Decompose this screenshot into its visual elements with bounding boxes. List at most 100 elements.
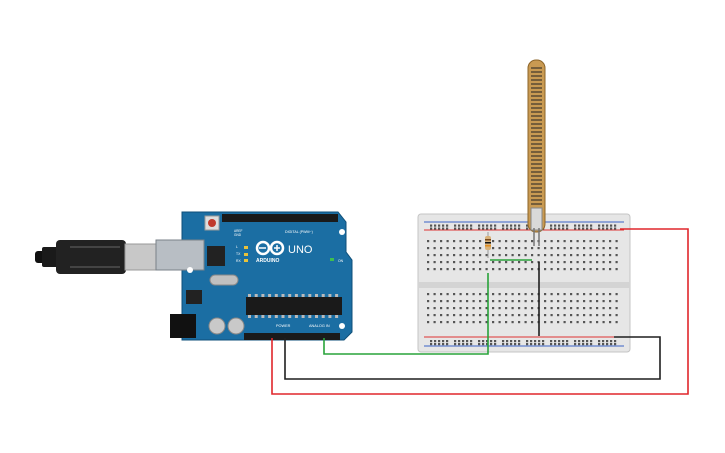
breadboard-hole[interactable]: [494, 227, 497, 230]
breadboard-hole[interactable]: [524, 314, 527, 317]
breadboard-hole[interactable]: [498, 321, 501, 324]
breadboard-hole[interactable]: [459, 261, 462, 264]
breadboard-hole[interactable]: [596, 300, 599, 303]
breadboard-hole[interactable]: [566, 340, 569, 343]
breadboard-hole[interactable]: [544, 268, 547, 271]
breadboard-hole[interactable]: [530, 343, 533, 346]
breadboard-hole[interactable]: [466, 261, 469, 264]
breadboard-hole[interactable]: [554, 224, 557, 227]
breadboard-hole[interactable]: [458, 227, 461, 230]
flex-sensor[interactable]: [527, 59, 546, 246]
breadboard-hole[interactable]: [466, 268, 469, 271]
breadboard-hole[interactable]: [544, 254, 547, 257]
breadboard-hole[interactable]: [466, 343, 469, 346]
breadboard-hole[interactable]: [511, 300, 514, 303]
breadboard-hole[interactable]: [511, 261, 514, 264]
breadboard-hole[interactable]: [570, 247, 573, 250]
breadboard-hole[interactable]: [598, 227, 601, 230]
breadboard-hole[interactable]: [472, 321, 475, 324]
breadboard-hole[interactable]: [458, 224, 461, 227]
breadboard-hole[interactable]: [563, 307, 566, 310]
breadboard-hole[interactable]: [498, 247, 501, 250]
breadboard-hole[interactable]: [544, 261, 547, 264]
breadboard-hole[interactable]: [518, 293, 521, 296]
breadboard-hole[interactable]: [427, 254, 430, 257]
breadboard-hole[interactable]: [602, 227, 605, 230]
breadboard-hole[interactable]: [482, 343, 485, 346]
breadboard-hole[interactable]: [609, 293, 612, 296]
breadboard-hole[interactable]: [446, 261, 449, 264]
breadboard-hole[interactable]: [526, 227, 529, 230]
breadboard-hole[interactable]: [446, 321, 449, 324]
breadboard-hole[interactable]: [459, 314, 462, 317]
breadboard-hole[interactable]: [433, 307, 436, 310]
breadboard-hole[interactable]: [614, 224, 617, 227]
breadboard-hole[interactable]: [524, 254, 527, 257]
breadboard-hole[interactable]: [531, 314, 534, 317]
breadboard-hole[interactable]: [609, 254, 612, 257]
breadboard-hole[interactable]: [485, 261, 488, 264]
arduino-board[interactable]: UNO ARDUINO DIGITAL (PWM~) POWER ANALOG …: [155, 211, 353, 341]
breadboard-hole[interactable]: [492, 314, 495, 317]
breadboard-hole[interactable]: [544, 293, 547, 296]
breadboard-hole[interactable]: [453, 261, 456, 264]
breadboard-hole[interactable]: [490, 227, 493, 230]
red-wire-5v[interactable]: [271, 228, 689, 395]
breadboard-hole[interactable]: [442, 340, 445, 343]
breadboard-hole[interactable]: [446, 247, 449, 250]
breadboard-hole[interactable]: [479, 293, 482, 296]
breadboard-hole[interactable]: [610, 224, 613, 227]
breadboard-hole[interactable]: [583, 254, 586, 257]
breadboard-hole[interactable]: [502, 227, 505, 230]
breadboard-hole[interactable]: [427, 240, 430, 243]
breadboard-hole[interactable]: [550, 247, 553, 250]
breadboard-hole[interactable]: [550, 321, 553, 324]
breadboard-hole[interactable]: [563, 314, 566, 317]
breadboard-hole[interactable]: [557, 268, 560, 271]
breadboard-hole[interactable]: [454, 224, 457, 227]
breadboard-hole[interactable]: [550, 268, 553, 271]
breadboard-hole[interactable]: [434, 340, 437, 343]
breadboard-hole[interactable]: [466, 307, 469, 310]
breadboard-hole[interactable]: [596, 240, 599, 243]
breadboard-hole[interactable]: [578, 224, 581, 227]
breadboard-hole[interactable]: [615, 300, 618, 303]
breadboard-hole[interactable]: [566, 224, 569, 227]
breadboard-hole[interactable]: [609, 300, 612, 303]
breadboard-hole[interactable]: [518, 314, 521, 317]
breadboard-hole[interactable]: [506, 224, 509, 227]
breadboard-hole[interactable]: [518, 224, 521, 227]
breadboard-hole[interactable]: [583, 321, 586, 324]
breadboard-hole[interactable]: [531, 240, 534, 243]
breadboard-hole[interactable]: [518, 300, 521, 303]
breadboard-hole[interactable]: [518, 343, 521, 346]
breadboard-hole[interactable]: [606, 227, 609, 230]
breadboard-hole[interactable]: [453, 314, 456, 317]
breadboard-hole[interactable]: [506, 343, 509, 346]
breadboard-hole[interactable]: [550, 343, 553, 346]
breadboard-hole[interactable]: [606, 224, 609, 227]
breadboard-hole[interactable]: [583, 268, 586, 271]
breadboard-hole[interactable]: [433, 321, 436, 324]
breadboard-hole[interactable]: [498, 254, 501, 257]
breadboard-hole[interactable]: [524, 247, 527, 250]
breadboard-hole[interactable]: [582, 224, 585, 227]
breadboard-hole[interactable]: [550, 227, 553, 230]
breadboard-hole[interactable]: [498, 293, 501, 296]
breadboard-hole[interactable]: [518, 227, 521, 230]
breadboard-hole[interactable]: [557, 314, 560, 317]
breadboard-hole[interactable]: [492, 268, 495, 271]
breadboard-hole[interactable]: [492, 293, 495, 296]
breadboard-hole[interactable]: [531, 321, 534, 324]
breadboard-hole[interactable]: [430, 227, 433, 230]
breadboard-hole[interactable]: [544, 314, 547, 317]
breadboard-hole[interactable]: [574, 224, 577, 227]
breadboard-hole[interactable]: [526, 340, 529, 343]
breadboard-hole[interactable]: [563, 254, 566, 257]
breadboard-hole[interactable]: [518, 240, 521, 243]
breadboard-hole[interactable]: [511, 247, 514, 250]
breadboard-hole[interactable]: [485, 300, 488, 303]
breadboard-hole[interactable]: [440, 307, 443, 310]
breadboard-hole[interactable]: [510, 343, 513, 346]
breadboard-hole[interactable]: [583, 240, 586, 243]
